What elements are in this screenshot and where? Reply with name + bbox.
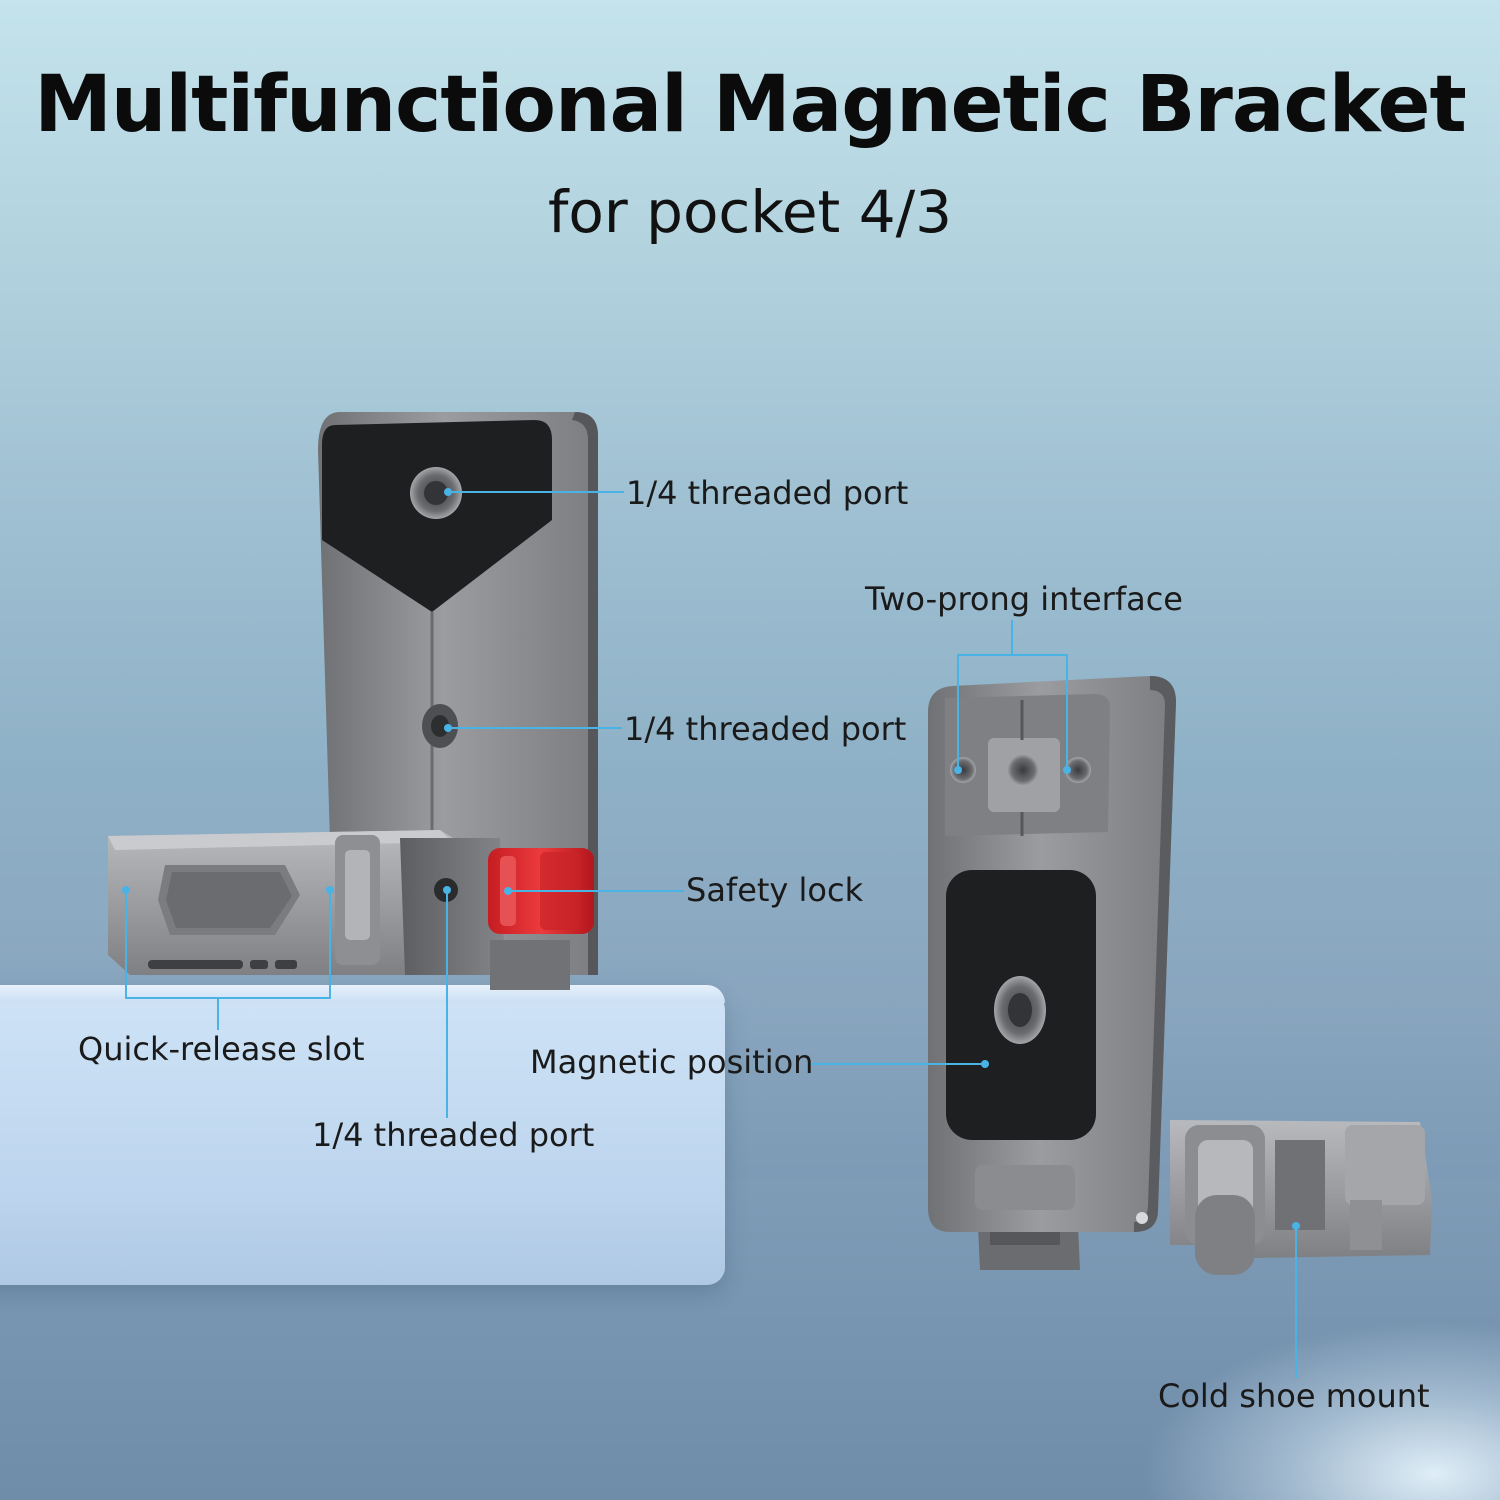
callout-magnetic-position: Magnetic position: [530, 1043, 814, 1081]
display-pedestal: [0, 985, 725, 1285]
page-subtitle: for pocket 4/3: [547, 178, 953, 246]
callout-bottom-threaded-port: 1/4 threaded port: [312, 1116, 595, 1154]
callout-top-threaded-port: 1/4 threaded port: [626, 474, 909, 512]
callout-safety-lock: Safety lock: [686, 871, 864, 909]
light-glow: [1140, 1320, 1500, 1500]
left-bracket: [108, 412, 598, 990]
callout-two-prong-interface: Two-prong interface: [865, 580, 1183, 618]
prong-hole-right-icon: [1065, 757, 1091, 783]
prong-hole-left-icon: [950, 757, 976, 783]
callout-lines: [125, 491, 1297, 1378]
right-bracket: [928, 676, 1432, 1275]
page-title: Multifunctional Magnetic Bracket: [34, 60, 1467, 150]
callout-cold-shoe-mount: Cold shoe mount: [1158, 1377, 1430, 1415]
callout-dots: [122, 488, 1300, 1230]
callout-mid-threaded-port: 1/4 threaded port: [624, 710, 907, 748]
callout-quick-release-slot: Quick-release slot: [78, 1030, 365, 1068]
